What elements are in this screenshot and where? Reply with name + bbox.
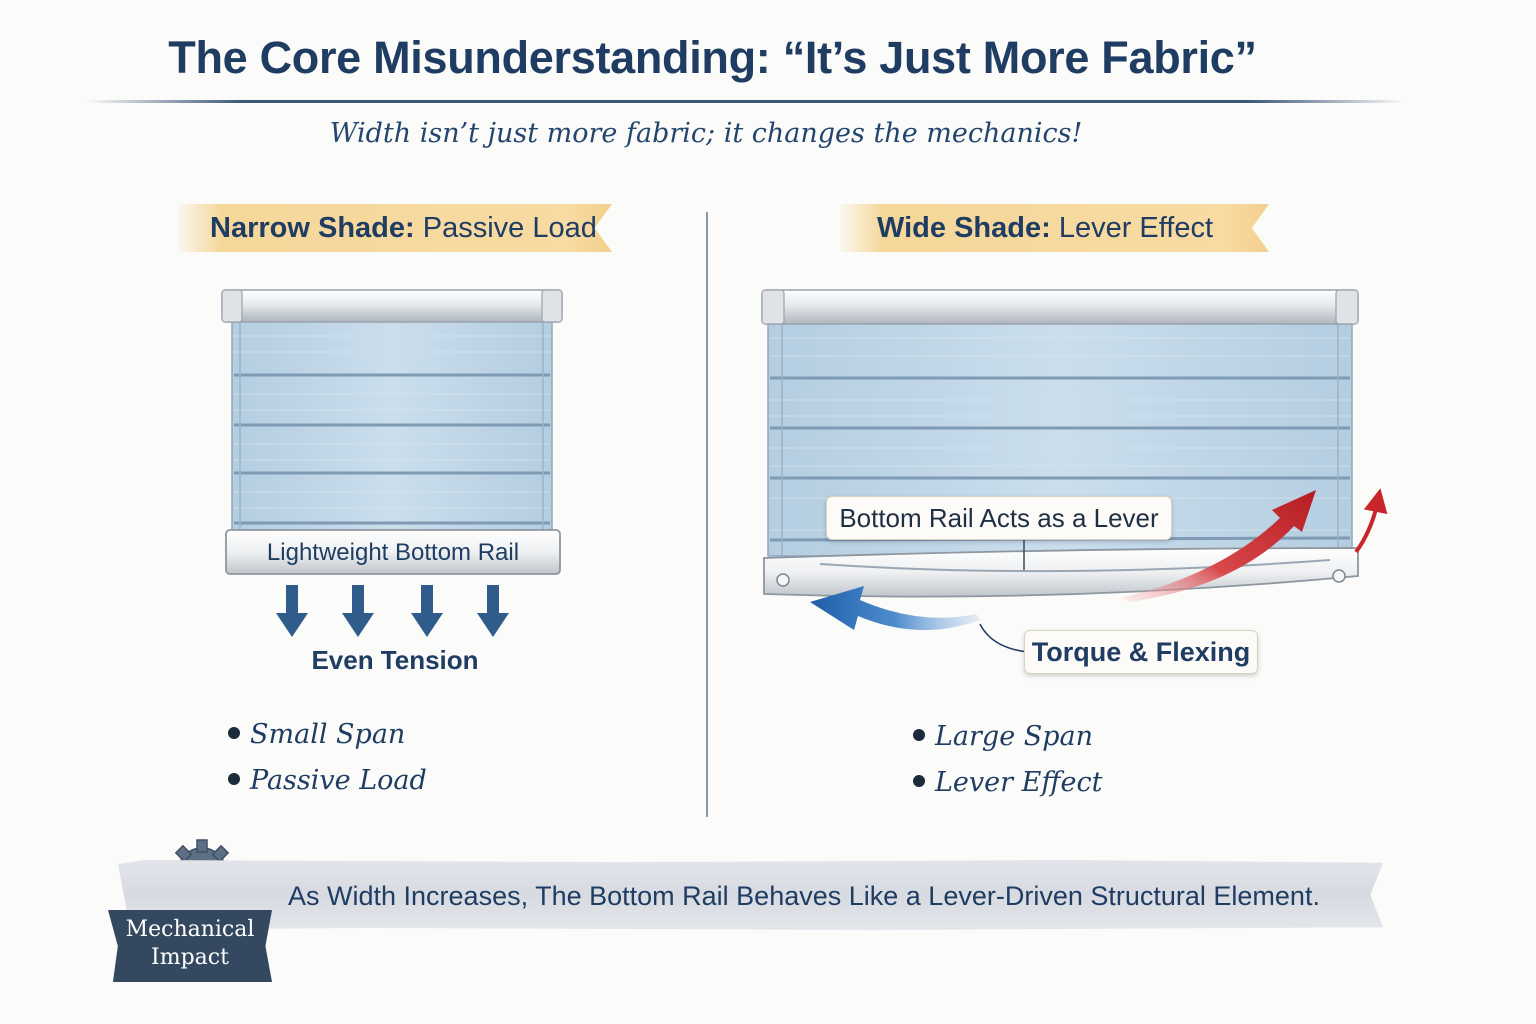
mechanical-impact-label: Mechanical Impact (108, 916, 272, 972)
wide-rail-bend-line (819, 559, 1331, 573)
wide-shade-banner: Wide Shade: Lever Effect (840, 204, 1269, 252)
bullet-item: Large Span (913, 714, 1102, 760)
page-title: The Core Misunderstanding: “It’s Just Mo… (168, 32, 1257, 83)
red-lift-arrow (1120, 490, 1316, 602)
center-divider (706, 212, 708, 817)
narrow-shade-banner: Narrow Shade: Passive Load (178, 204, 612, 252)
mechanical-impact-badge (108, 910, 272, 982)
page-subtitle: Width isn’t just more fabric; it changes… (329, 118, 1083, 149)
bullet-item: Passive Load (228, 758, 427, 804)
narrow-cords (239, 322, 544, 530)
narrow-tube-cap-right (541, 289, 563, 323)
torque-flexing-label: Torque & Flexing (1024, 630, 1258, 674)
wide-head-tube (761, 289, 1359, 325)
badge-line-1: Mechanical (125, 917, 255, 942)
narrow-shade-bullets: Small Span Passive Load (228, 712, 427, 804)
blue-torque-arrow (810, 586, 980, 631)
narrow-fabric-texture (234, 335, 550, 509)
red-small-arrow (1354, 488, 1388, 554)
lever-callout: Bottom Rail Acts as a Lever (826, 496, 1172, 540)
footer-band (118, 860, 1383, 930)
wide-cords (781, 322, 1339, 572)
wide-shade-banner-rest: Lever Effect (1058, 212, 1214, 244)
narrow-tube-cap-left (221, 289, 243, 323)
even-tension-arrows (276, 585, 509, 637)
narrow-shade-banner-rest: Passive Load (422, 212, 597, 244)
badge-line-2: Impact (151, 945, 229, 970)
wide-tube-cap-left (761, 289, 785, 325)
wide-fabric-texture (770, 337, 1350, 531)
bullet-item: Lever Effect (913, 760, 1102, 806)
narrow-shade (221, 289, 563, 637)
tension-arrow-2 (342, 585, 374, 637)
tension-arrow-4 (477, 585, 509, 637)
narrow-fabric-seams (234, 373, 550, 525)
narrow-bottom-rail (225, 529, 561, 575)
bullet-item: Small Span (228, 712, 427, 758)
wide-tube-cap-right (1335, 289, 1359, 325)
even-tension-label: Even Tension (311, 645, 479, 675)
title-underline (85, 100, 1405, 103)
narrow-head-tube (221, 289, 563, 323)
footer-statement: As Width Increases, The Bottom Rail Beha… (288, 881, 1320, 911)
wide-shade-banner-bold: Wide Shade: (877, 212, 1051, 244)
narrow-shade-banner-bold: Narrow Shade: (210, 212, 415, 244)
wide-shade (761, 289, 1388, 653)
rail-hook-right (1332, 569, 1346, 583)
tension-arrow-1 (276, 585, 308, 637)
torque-leader-line (979, 623, 1029, 653)
tension-arrow-3 (411, 585, 443, 637)
wide-shade-bullets: Large Span Lever Effect (913, 714, 1102, 806)
rail-hook-left (776, 573, 790, 587)
narrow-rail-label: Lightweight Bottom Rail (266, 539, 520, 566)
wide-bottom-rail-flexed (763, 547, 1359, 598)
